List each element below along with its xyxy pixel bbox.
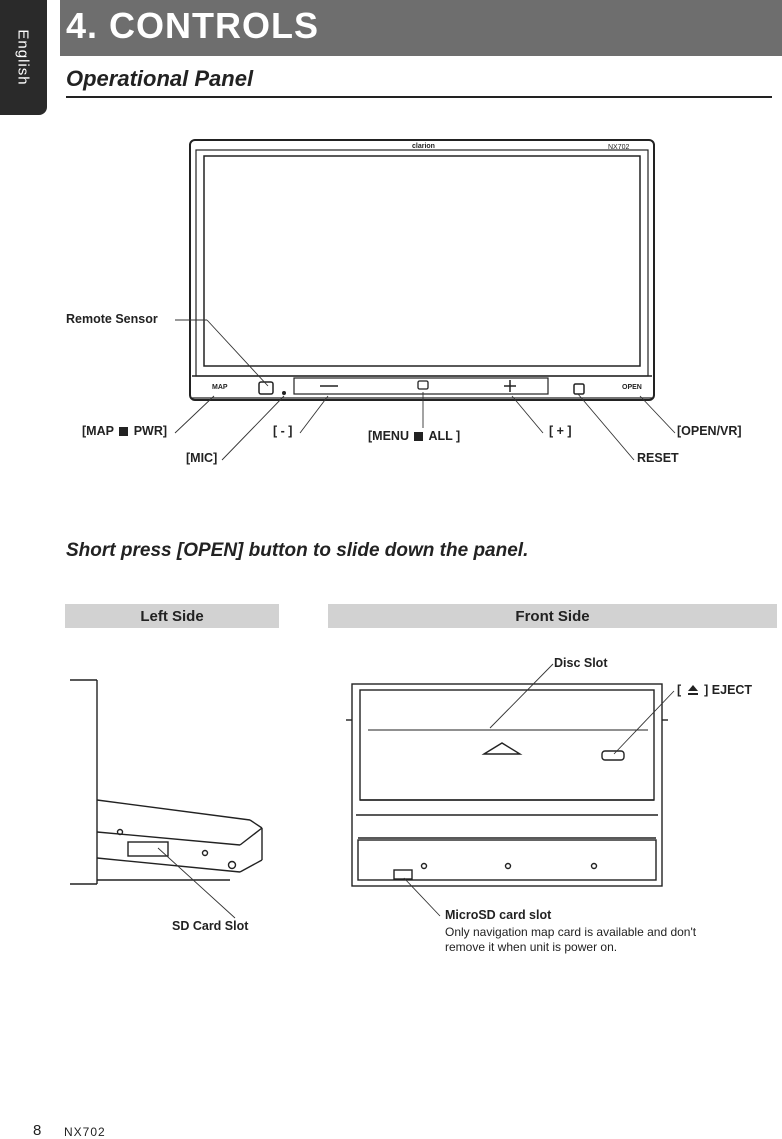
map-pwr-label-post: PWR] xyxy=(133,424,168,438)
open-vr-label: [OPEN/VR] xyxy=(677,424,742,438)
page-title: 4. CONTROLS xyxy=(66,5,320,46)
front-side-illustration xyxy=(346,683,668,887)
unit-screen xyxy=(203,155,641,367)
model-badge: NX702 xyxy=(608,144,630,151)
eject-label-pre: [ xyxy=(677,683,682,697)
microsd-title: MicroSD card slot xyxy=(445,908,552,922)
page-number: 8 xyxy=(33,1122,42,1139)
menu-label-post: ALL ] xyxy=(428,429,461,443)
map-pwr-label: [MAP PWR] xyxy=(82,424,167,438)
mic-label: [MIC] xyxy=(186,451,218,465)
section-rule xyxy=(66,96,772,98)
plus-label: [ + ] xyxy=(549,424,572,438)
minus-label: [ - ] xyxy=(273,424,293,438)
disc-slot-label: Disc Slot xyxy=(554,656,608,670)
microsd-description: Only navigation map card is available an… xyxy=(445,925,697,954)
map-pwr-label-pre: [MAP xyxy=(82,424,114,438)
remote-sensor-label: Remote Sensor xyxy=(66,312,158,326)
map-button-icon xyxy=(258,381,274,395)
leader-lines xyxy=(174,319,676,461)
volume-bar xyxy=(293,377,549,395)
eject-label: [ ] EJECT xyxy=(677,683,752,697)
header-bar xyxy=(60,0,782,56)
map-button-label: MAP xyxy=(212,384,228,391)
language-tab xyxy=(0,0,47,115)
front-side-heading: Front Side xyxy=(328,604,777,628)
menu-label-pre: [MENU xyxy=(368,429,409,443)
left-side-heading: Left Side xyxy=(65,604,279,628)
panel-note: Short press [OPEN] button to slide down … xyxy=(66,540,529,561)
mic-hole xyxy=(282,391,286,395)
menu-icon xyxy=(417,380,429,390)
brand-logo: clarion xyxy=(412,143,435,150)
sd-leader xyxy=(157,847,236,919)
footer-model: NX702 xyxy=(64,1125,106,1139)
eject-icon xyxy=(687,685,698,695)
open-button-label: OPEN xyxy=(622,384,642,391)
left-side-illustration xyxy=(70,679,263,885)
menu-all-label: [MENU ALL ] xyxy=(368,429,460,443)
square-icon xyxy=(414,432,424,441)
front-leaders xyxy=(403,663,675,917)
sd-card-slot-label: SD Card Slot xyxy=(172,919,249,933)
reset-label: RESET xyxy=(637,451,679,465)
eject-label-post: ] EJECT xyxy=(704,683,753,697)
reset-button-icon xyxy=(573,383,585,395)
square-icon xyxy=(119,427,129,436)
section-title: Operational Panel xyxy=(66,66,254,91)
